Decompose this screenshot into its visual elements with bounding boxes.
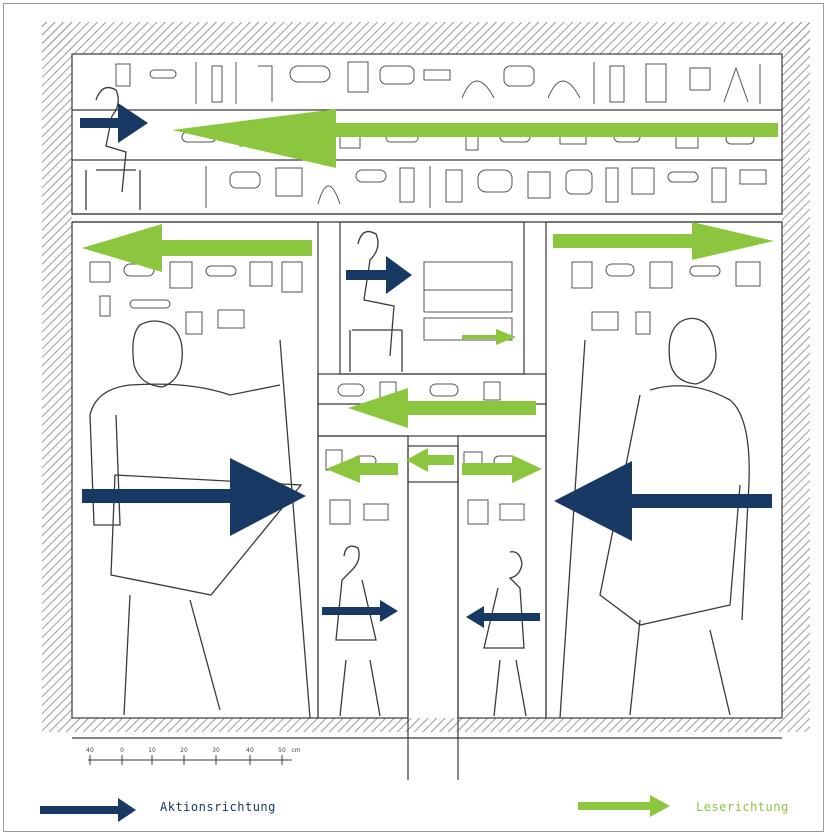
inner-drum — [407, 445, 459, 483]
hieroglyph-texture — [89, 61, 767, 525]
lintel-row-3 — [205, 166, 767, 208]
seated-figure-top — [85, 86, 141, 210]
legend-action-label: Aktionsrichtung — [160, 800, 276, 814]
reading-arrow-inner-right — [462, 455, 542, 483]
lintel-row-1 — [115, 61, 761, 104]
reading-arrow-right-jamb-top — [553, 222, 774, 260]
action-arrow-center-panel — [346, 256, 412, 294]
reading-arrow-inner-drum — [406, 448, 454, 472]
action-arrow-small-left — [322, 600, 398, 622]
central-panel — [339, 221, 525, 375]
action-arrow-lintel — [80, 103, 148, 143]
reading-arrow-left-jamb-top — [82, 224, 312, 272]
reading-arrow-drum-lintel — [348, 388, 536, 428]
seated-figure-center — [349, 230, 403, 372]
scale-bar: 40 0 10 20 30 40 50 cm — [86, 747, 301, 765]
legend — [40, 795, 670, 822]
inner-right-jamb — [457, 435, 547, 719]
small-figure-left — [335, 545, 381, 717]
right-jamb — [545, 221, 783, 719]
action-arrows — [80, 103, 772, 628]
false-door-outline — [71, 53, 783, 780]
inner-left-jamb — [317, 435, 409, 719]
action-arrow-right-figure — [554, 461, 772, 541]
small-figure-right — [483, 551, 527, 717]
stone-surround — [42, 22, 810, 732]
action-arrow-left-figure — [82, 458, 306, 536]
jamb-texture — [89, 261, 761, 525]
drum-lintel — [317, 373, 547, 437]
scale-label: 50 — [278, 747, 286, 754]
legend-reading-arrow — [578, 795, 670, 817]
reading-arrow-lintel — [172, 109, 778, 168]
scale-label: 20 — [180, 747, 188, 754]
figure-frame — [3, 3, 824, 832]
legend-reading-label: Leserichtung — [696, 800, 789, 814]
reading-arrow-center-panel — [462, 329, 516, 345]
reading-arrow-inner-left — [326, 455, 398, 483]
reading-arrows — [82, 109, 778, 483]
scale-label: cm — [291, 747, 300, 754]
scale-label: 40 — [86, 747, 94, 754]
scale-label: 0 — [120, 747, 124, 754]
scale-label: 30 — [212, 747, 220, 754]
left-large-figure — [89, 320, 311, 719]
action-arrow-small-right — [466, 606, 540, 628]
scale-label: 10 — [148, 747, 156, 754]
legend-action-arrow — [40, 798, 136, 822]
scale-label: 40 — [246, 747, 254, 754]
